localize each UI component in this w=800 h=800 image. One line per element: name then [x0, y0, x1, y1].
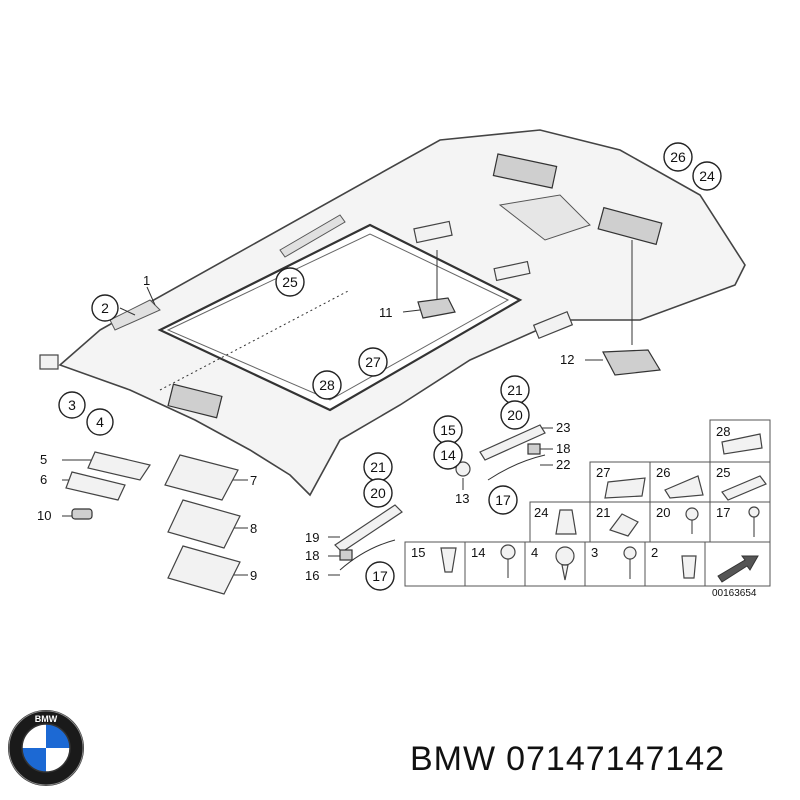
- svg-text:28: 28: [319, 377, 335, 393]
- svg-text:21: 21: [370, 459, 386, 475]
- svg-text:26: 26: [670, 149, 686, 165]
- svg-text:17: 17: [495, 492, 511, 508]
- callout-label: 11: [379, 305, 393, 320]
- svg-text:27: 27: [365, 354, 381, 370]
- rear-light-recess: [492, 153, 558, 189]
- part-10-clip: [71, 508, 93, 520]
- brand-name: BMW: [410, 740, 497, 778]
- sunroof-opening: [157, 223, 523, 412]
- brand-logo-icon: BMW: [8, 710, 84, 786]
- svg-text:BMW: BMW: [35, 714, 58, 724]
- svg-text:20: 20: [507, 407, 523, 423]
- callout-label: 7: [250, 473, 257, 488]
- part-11-lamp: [417, 297, 456, 319]
- callout-label: 1: [143, 273, 150, 288]
- loose-parts: [65, 297, 661, 595]
- part-5-light-lens: [87, 451, 151, 481]
- part-6-light-lens: [65, 471, 126, 501]
- callout-label: 23: [556, 420, 570, 435]
- svg-text:2: 2: [651, 545, 658, 560]
- svg-text:24: 24: [699, 168, 715, 184]
- plain-callouts: 1 5 6 10 7 8 9 11 12 13 19 18 16 23 18 2…: [37, 273, 574, 583]
- svg-text:15: 15: [411, 545, 425, 560]
- callout-label: 10: [37, 508, 51, 523]
- callout-label: 13: [455, 491, 469, 506]
- svg-text:3: 3: [591, 545, 598, 560]
- svg-text:21: 21: [596, 505, 610, 520]
- part-23-grab-handle-base: [479, 424, 546, 461]
- callout-label: 19: [305, 530, 319, 545]
- callout-label: 6: [40, 472, 47, 487]
- leader-lines: [62, 240, 633, 576]
- svg-text:28: 28: [716, 424, 730, 439]
- svg-text:14: 14: [471, 545, 485, 560]
- svg-text:25: 25: [282, 274, 298, 290]
- callout-label: 18: [556, 441, 570, 456]
- svg-text:3: 3: [68, 397, 76, 413]
- part-19-grab-handle-base: [334, 504, 403, 553]
- part-7-console-cover: [164, 454, 239, 501]
- callout-label: 9: [250, 568, 257, 583]
- svg-text:20: 20: [656, 505, 670, 520]
- callout-label: 18: [305, 548, 319, 563]
- part-12-lamp: [602, 349, 661, 376]
- svg-text:14: 14: [440, 447, 456, 463]
- callout-label: 5: [40, 452, 47, 467]
- svg-text:24: 24: [534, 505, 548, 520]
- callout-label: 12: [560, 352, 574, 367]
- part-9-console-cover: [167, 545, 241, 595]
- part-8-console-cover: [167, 499, 241, 549]
- svg-text:17: 17: [716, 505, 730, 520]
- svg-text:4: 4: [531, 545, 538, 560]
- part-number: 07147147142: [506, 740, 726, 778]
- svg-text:21: 21: [507, 382, 523, 398]
- callout-label: 16: [305, 568, 319, 583]
- svg-text:20: 20: [370, 485, 386, 501]
- headliner-panel: [39, 129, 746, 497]
- part-13-clip: [455, 461, 471, 477]
- callout-label: 22: [556, 457, 570, 472]
- svg-text:4: 4: [96, 414, 104, 430]
- parts-grid: 28 27 26 25 24 21 20 17 15 14 4 3: [404, 419, 771, 587]
- front-console-recess: [167, 383, 223, 419]
- svg-text:15: 15: [440, 422, 456, 438]
- svg-text:17: 17: [372, 568, 388, 584]
- svg-text:27: 27: [596, 465, 610, 480]
- svg-text:26: 26: [656, 465, 670, 480]
- circled-callouts: 2 3 4 25 27 28 26 24 21 20 15 14 17 21 2…: [58, 142, 722, 591]
- callout-label: 8: [250, 521, 257, 536]
- rear-reading-light-recess: [597, 206, 663, 246]
- drawing-code: 00163654: [712, 588, 757, 599]
- svg-text:2: 2: [101, 300, 109, 316]
- svg-text:25: 25: [716, 465, 730, 480]
